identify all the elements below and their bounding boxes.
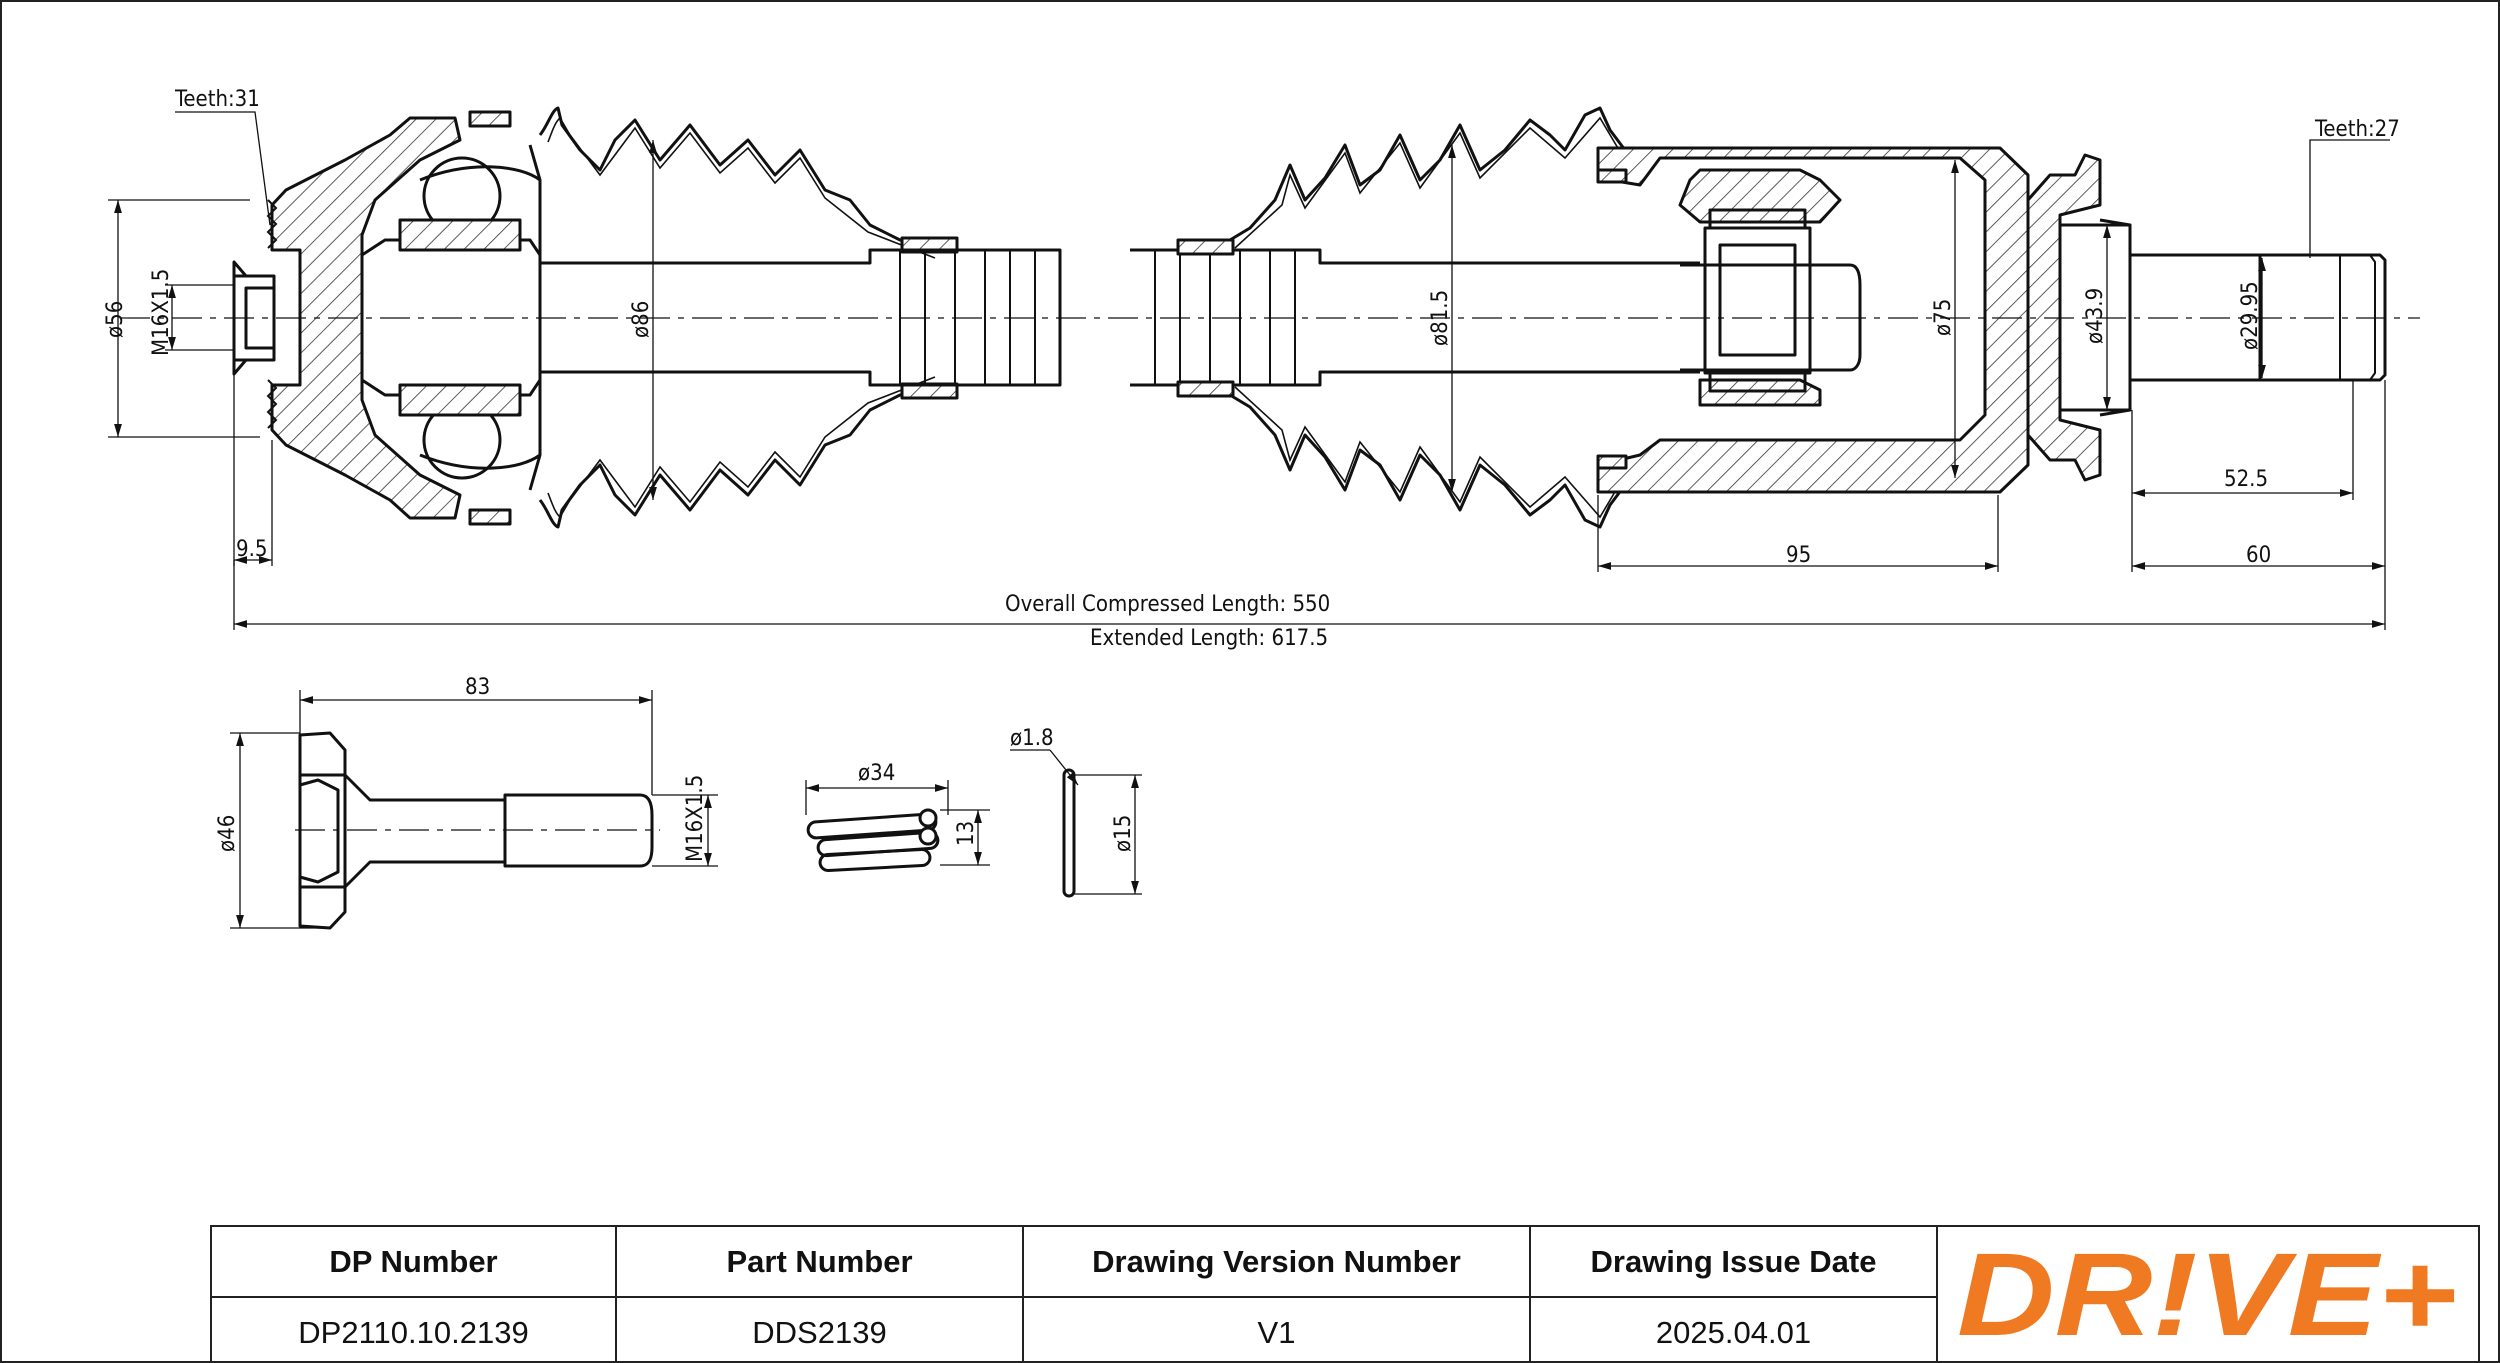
outer-cv-joint <box>232 110 542 526</box>
value-drawing-version: V1 <box>1022 1296 1531 1363</box>
circlip-detail: ø1.8 ø15 <box>1010 726 1142 898</box>
bolt-d46-label: ø46 <box>215 815 240 852</box>
logo-text: DR!VE+ <box>1957 1229 2457 1359</box>
ring-d15-label: ø15 <box>1111 815 1136 852</box>
header-drawing-version: Drawing Version Number <box>1022 1225 1531 1298</box>
bolt-length-label: 83 <box>465 675 490 700</box>
value-dp-number: DP2110.10.2139 <box>210 1296 617 1363</box>
axle-shaft-right <box>1130 238 1700 398</box>
outer-boot <box>538 106 959 529</box>
dim-d75: ø75 <box>1931 299 1956 336</box>
header-dp-number: DP Number <box>210 1225 617 1298</box>
spring-detail: ø34 13 <box>805 761 990 872</box>
dim-52-5: 52.5 <box>2224 467 2268 492</box>
teeth-left-label: Teeth:31 <box>174 87 260 112</box>
dim-60: 60 <box>2246 543 2271 568</box>
bolt-thread-label: M16X1.5 <box>683 775 708 862</box>
bolt-detail: 83 ø46 M16X1.5 <box>215 675 718 930</box>
dim-95: 95 <box>1786 543 1811 568</box>
dim-d86: ø86 <box>629 301 654 338</box>
dim-d43-9: ø43.9 <box>2083 288 2108 344</box>
spring-h13-label: 13 <box>954 821 979 846</box>
dim-d56: ø56 <box>103 301 128 338</box>
value-part-number: DDS2139 <box>615 1296 1024 1363</box>
header-issue-date: Drawing Issue Date <box>1529 1225 1938 1298</box>
dim-m16-top: M16X1.5 <box>149 269 174 356</box>
inner-boot <box>1229 106 1627 529</box>
inner-tripod-joint <box>1596 146 2387 494</box>
ring-d1-8-label: ø1.8 <box>1010 726 1054 751</box>
header-part-number: Part Number <box>615 1225 1024 1298</box>
value-issue-date: 2025.04.01 <box>1529 1296 1938 1363</box>
dim-d29-95: ø29.95 <box>2238 281 2263 350</box>
dimensions-upper: Teeth:31 Teeth:27 ø56 M16X1.5 ø86 ø81.5 … <box>103 87 2400 651</box>
extended-length-label: Extended Length: 617.5 <box>1090 626 1328 651</box>
teeth-right-label: Teeth:27 <box>2314 117 2400 142</box>
dim-9-5: 9.5 <box>236 537 267 562</box>
overall-length-label: Overall Compressed Length: 550 <box>1005 592 1330 617</box>
logo-cell: DR!VE+ <box>1936 1225 2480 1363</box>
title-block: DP Number Part Number Drawing Version Nu… <box>210 1225 2480 1363</box>
spring-d34-label: ø34 <box>858 761 895 786</box>
drive-plus-logo: DR!VE+ <box>1957 1229 2457 1361</box>
dim-d81-5: ø81.5 <box>1428 290 1453 346</box>
